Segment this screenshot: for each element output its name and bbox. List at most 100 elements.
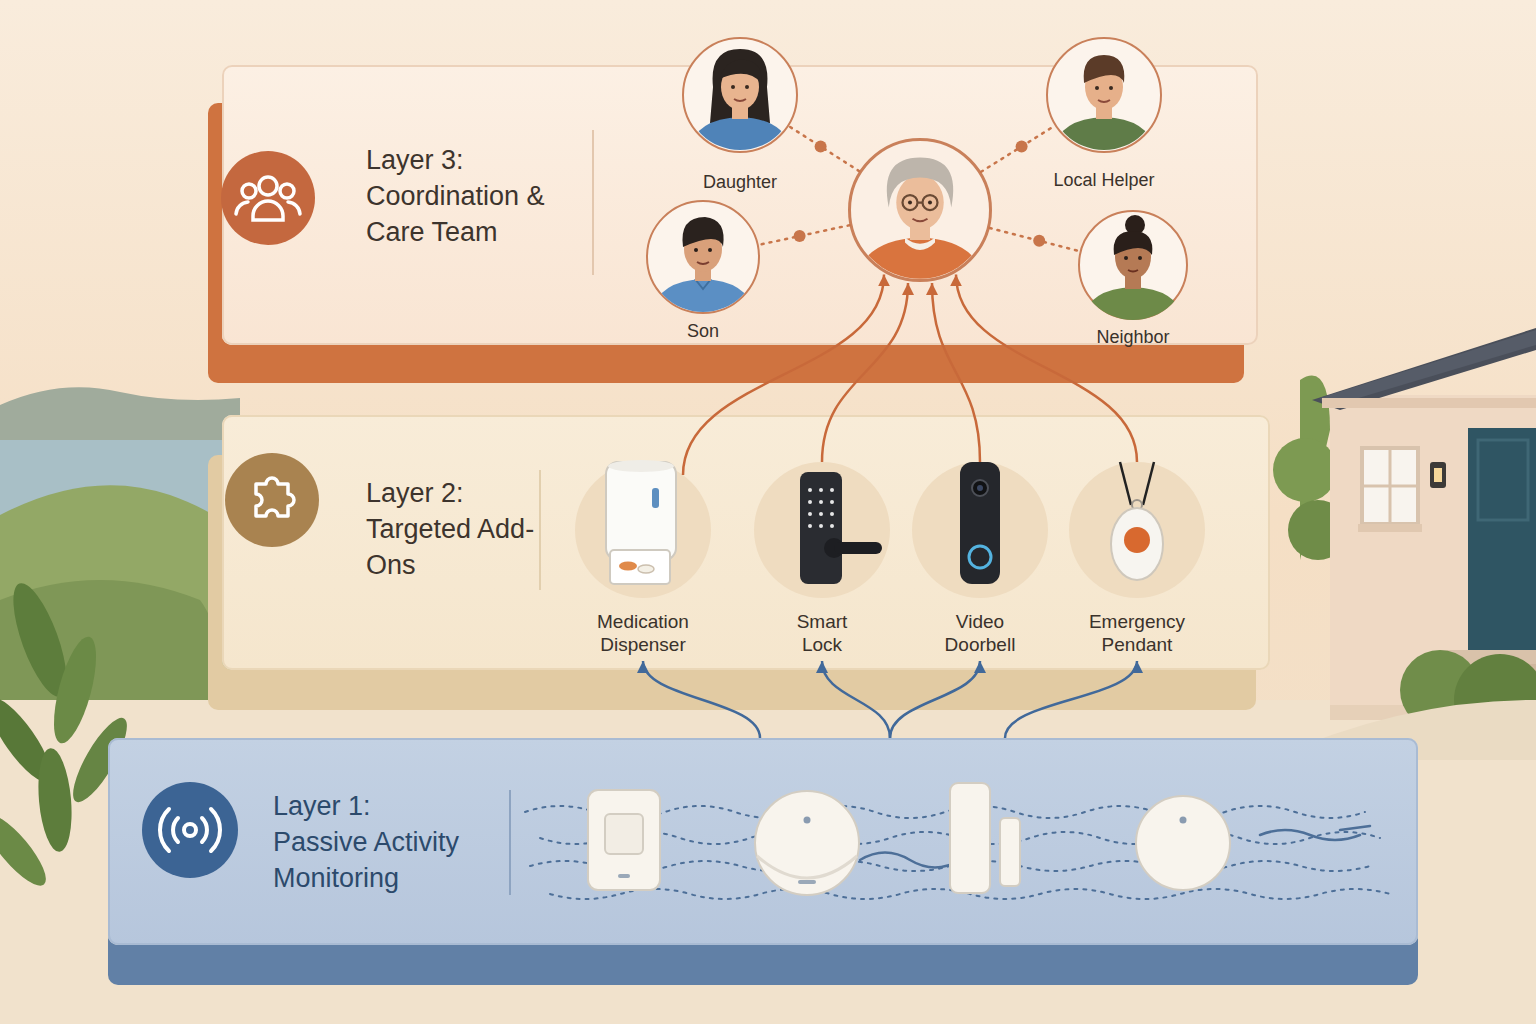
- elder-avatar-part-part: [905, 238, 935, 251]
- layer2-icon: [225, 453, 540, 590]
- signal-waves-part: [525, 806, 1365, 818]
- connector: [683, 274, 884, 475]
- house-part: [1320, 330, 1536, 408]
- daughter-avatar-part-part: [734, 99, 746, 101]
- smart-lock-art-part-part: [830, 488, 834, 492]
- smart-lock-art-part: [834, 542, 882, 554]
- emergency-pendant-art: [1111, 462, 1163, 580]
- smart-lock-art-part-part: [819, 488, 823, 492]
- house-part: [1430, 462, 1446, 488]
- layer-number: Layer 1:: [273, 788, 498, 824]
- person-node: Son: [628, 200, 778, 342]
- connector-dot: [1033, 235, 1045, 247]
- signal-waves-part: [1340, 826, 1370, 830]
- care-recipient-node: [848, 138, 992, 282]
- elder-avatar-part-part: [918, 201, 923, 203]
- device-circle: [754, 462, 890, 598]
- house-part: [1478, 440, 1528, 520]
- smart-lock-art-part-part: [830, 500, 834, 504]
- signal-waves-part: [540, 832, 1380, 844]
- activity-sensors-part: [618, 874, 630, 878]
- device-label: Video Doorbell: [930, 610, 1030, 656]
- daughter-avatar-part-part: [688, 117, 792, 155]
- person-node: Local Helper: [1029, 37, 1179, 191]
- landscape-left-part: [0, 700, 1536, 1024]
- medication-dispenser-art-part: [619, 562, 637, 571]
- elder-avatar-part-part: [928, 201, 932, 205]
- son-avatar-part: [651, 217, 755, 317]
- device-label: Medication Dispenser: [578, 610, 708, 656]
- video-doorbell-art-part: [969, 546, 991, 568]
- activity-sensors-part: [757, 856, 857, 878]
- layer1-icon-part: [160, 809, 220, 851]
- house-part: [1273, 438, 1337, 502]
- signal-waves: [525, 806, 1390, 899]
- layer1-icon: [142, 782, 510, 895]
- neighbor-avatar-part: [1081, 215, 1185, 325]
- house-part: [1322, 398, 1536, 408]
- person-label: Neighbor: [1058, 326, 1208, 348]
- layer1-icon-part-part: [160, 809, 169, 851]
- elder-avatar-part-part: [903, 195, 918, 210]
- emergency-pendant-art-part: [1143, 462, 1154, 505]
- smart-lock-art: [800, 472, 882, 584]
- signal-waves-part: [1260, 830, 1360, 840]
- layer3-icon-part: [592, 130, 594, 275]
- person-label: Daughter: [665, 171, 815, 193]
- layer-band: Layer 3:Coordination & Care TeamDaughter…: [222, 65, 1258, 345]
- neighbor-avatar-part-part: [1128, 270, 1138, 272]
- elder-avatar-part-part: [896, 175, 944, 230]
- video-doorbell-art: [960, 462, 1000, 584]
- house: [1270, 328, 1536, 760]
- elder-avatar-part-part: [855, 238, 985, 286]
- connector: [990, 228, 1080, 251]
- elder-avatar-part-part: [923, 195, 938, 210]
- layer1-icon-part-part: [184, 824, 196, 836]
- layer-number: Layer 2:: [366, 475, 536, 511]
- activity-sensors-part: [950, 783, 990, 893]
- layer-band: Layer 2:Targeted Add-OnsMedication Dispe…: [222, 415, 1270, 670]
- person-circle: [1046, 37, 1162, 153]
- layer-heading-group: Layer 2:Targeted Add-Ons: [366, 475, 536, 583]
- connector: [981, 126, 1055, 172]
- activity-sensors-part: [1136, 796, 1230, 890]
- daughter-avatar-part: [688, 49, 792, 155]
- local-helper-avatar: [1052, 55, 1156, 155]
- son-avatar-part-part: [682, 217, 723, 247]
- activity-sensors-part: [804, 817, 811, 824]
- smart-lock-art-part-part: [808, 524, 812, 528]
- daughter-avatar-part-part: [731, 85, 735, 89]
- smart-lock-art-part-part: [808, 512, 812, 516]
- layer-title: Targeted Add-Ons: [366, 511, 536, 583]
- local-helper-avatar-part-part: [1109, 86, 1113, 90]
- son-avatar-part-part: [694, 248, 698, 252]
- plant-leaves-part: [45, 633, 104, 748]
- local-helper-avatar-part-part: [1098, 100, 1110, 102]
- smart-lock-art-part-part: [830, 512, 834, 516]
- connector-dot: [794, 230, 806, 242]
- device-label: Emergency Pendant: [1075, 610, 1200, 656]
- daughter-avatar-part-part: [719, 60, 761, 83]
- medication-dispenser-art-part: [610, 550, 670, 584]
- neighbor-avatar-part-part: [1125, 269, 1141, 289]
- activity-sensors-part: [605, 814, 643, 854]
- person-label: Son: [628, 320, 778, 342]
- device-node: Medication Dispenser: [575, 462, 711, 656]
- layer1-icon-part-part: [202, 818, 207, 842]
- connector: [789, 126, 859, 171]
- smart-lock-art-part-part: [808, 500, 812, 504]
- emergency-pendant-art-part: [1132, 500, 1142, 510]
- neighbor-avatar-part-part: [1125, 215, 1145, 235]
- activity-sensors: [588, 783, 1230, 895]
- device-label: Smart Lock: [785, 610, 860, 656]
- emergency-pendant-art-part: [1124, 527, 1150, 553]
- neighbor-avatar: [1081, 215, 1185, 325]
- layer3-icon-part-part: [236, 202, 248, 214]
- activity-sensors-part: [798, 880, 816, 884]
- plant-leaves-part: [0, 807, 55, 894]
- video-doorbell-art-part: [977, 485, 983, 491]
- activity-sensors-part: [755, 791, 859, 895]
- layer2-icon-part: [225, 453, 319, 547]
- layer3-icon-part-part: [259, 177, 277, 195]
